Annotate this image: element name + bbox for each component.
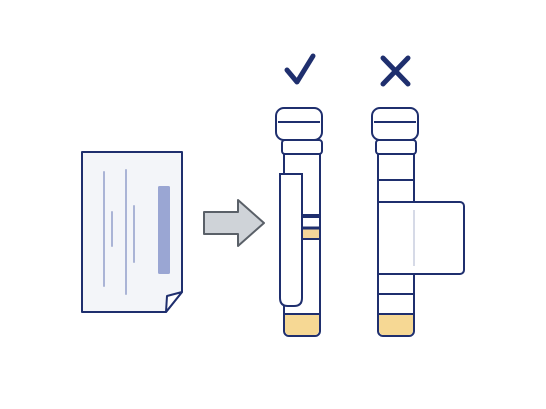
label-flag-sticking-out [409, 201, 465, 275]
incorrect-tube [371, 107, 465, 337]
checkmark-icon [284, 53, 316, 85]
tube-band [302, 228, 319, 239]
cap-collar [281, 139, 323, 155]
tube-cap [275, 107, 323, 141]
correct-tube [275, 107, 323, 337]
document-text-lines [103, 169, 135, 295]
arrow-right-icon [203, 199, 265, 247]
applied-label-vertical [279, 173, 303, 307]
sample-liquid [379, 314, 413, 335]
document-page-icon [81, 151, 183, 313]
barcode-strip [158, 186, 170, 274]
cap-collar [375, 139, 417, 155]
cross-icon [380, 55, 411, 87]
sample-liquid [285, 314, 319, 335]
tube-cap [371, 107, 419, 141]
